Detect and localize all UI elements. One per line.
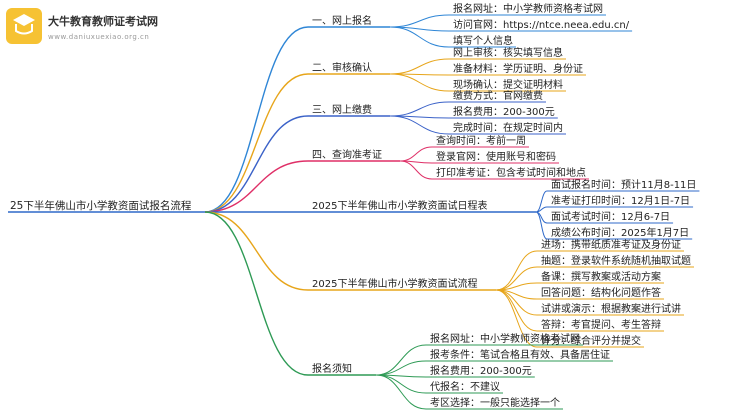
- leaf-7-3: 报名费用：200-300元: [430, 364, 532, 377]
- branch-4-to-leaf-1: [399, 146, 433, 162]
- root-to-branch-1: [204, 26, 309, 213]
- branch-3-leaves: 缴费方式：官网缴费 报名费用：200-300元 完成时间：在规定时间内: [453, 89, 563, 134]
- leaf-5-4: 成绩公布时间：2025年1月7日: [551, 226, 689, 239]
- leaf-6-4: 回答问题：结构化问题作答: [541, 286, 661, 299]
- leaf-4-2: 登录官网：使用账号和密码: [436, 150, 556, 163]
- leaf-7-4: 代报名：不建议: [430, 380, 500, 393]
- branch-6-to-leaf-1: [495, 250, 538, 291]
- branch-4-leaves: 查询时间：考前一周 登录官网：使用账号和密码 打印准考证：包含考试时间和地点: [436, 134, 586, 179]
- leaf-6-2: 抽题：登录软件系统随机抽取试题: [541, 254, 691, 267]
- branch-4-label[interactable]: 四、查询准考证: [312, 148, 382, 161]
- branch-6-to-leaf-6: [495, 289, 538, 332]
- leaf-1-3: 填写个人信息: [453, 34, 513, 47]
- leaf-2-3: 现场确认：提交证明材料: [453, 78, 563, 91]
- leaf-6-7: 评分：综合评分并提交: [541, 334, 641, 347]
- leaf-2-2: 准备材料：学历证明、身份证: [453, 62, 583, 75]
- branch-5-leaves: 面试报名时间：预计11月8-11日 准考证打印时间：12月1日-7日 面试考试时…: [551, 178, 696, 239]
- branch-7-to-leaf-5: [375, 374, 427, 410]
- branch-2-to-leaf-3: [389, 73, 450, 92]
- leaf-7-1: 报名网址：中小学教师资格考试网: [430, 332, 580, 345]
- leaf-3-2: 报名费用：200-300元: [453, 105, 555, 118]
- branch-1-to-leaf-3: [389, 26, 450, 48]
- leaf-4-1: 查询时间：考前一周: [436, 134, 526, 147]
- leaf-6-3: 备课：撰写教案或活动方案: [541, 270, 661, 283]
- watermark-url: www.daniuxuexiao.org.cn: [48, 33, 149, 41]
- watermark-logo: 大牛教育教师证考试网 www.daniuxuexiao.org.cn: [6, 8, 158, 44]
- branch-2-label[interactable]: 二、审核确认: [312, 61, 372, 74]
- leaf-6-6: 答辩：考官提问、考生答辩: [541, 318, 661, 331]
- branch-6-label[interactable]: 2025下半年佛山市小学教资面试流程: [312, 277, 477, 290]
- leaf-7-5: 考区选择：一般只能选择一个: [430, 396, 560, 409]
- watermark-name: 大牛教育教师证考试网: [48, 14, 158, 28]
- leaf-6-5: 试讲或演示：根据教案进行试讲: [541, 302, 681, 315]
- leaf-3-1: 缴费方式：官网缴费: [453, 89, 543, 102]
- leaf-7-2: 报考条件：笔试合格且有效、具备居住证: [430, 348, 610, 361]
- leaf-4-3: 打印准考证：包含考试时间和地点: [436, 166, 586, 179]
- branch-7-label[interactable]: 报名须知: [312, 362, 352, 375]
- branch-7-to-leaf-1: [375, 344, 427, 376]
- branch-2-leaves: 网上审核：核实填写信息 准备材料：学历证明、身份证 现场确认：提交证明材料: [453, 46, 583, 91]
- root-node-label[interactable]: 25下半年佛山市小学教资面试报名流程: [10, 199, 192, 212]
- branch-4-to-leaf-3: [399, 160, 433, 180]
- branch-6-leaves: 进场：携带纸质准考证及身份证 抽题：登录软件系统随机抽取试题 备课：撰写教案或活…: [541, 238, 691, 347]
- leaf-2-1: 网上审核：核实填写信息: [453, 46, 563, 59]
- root-to-branch-2: [204, 73, 309, 213]
- root-to-branch-6: [204, 211, 309, 291]
- connectors: [8, 14, 700, 410]
- leaf-5-1: 面试报名时间：预计11月8-11日: [551, 178, 696, 191]
- leaf-3-3: 完成时间：在规定时间内: [453, 121, 563, 134]
- book-icon: [15, 24, 33, 35]
- leaf-5-2: 准考证打印时间：12月1日-7日: [551, 194, 690, 207]
- branch-3-to-leaf-1: [389, 101, 450, 117]
- branch-5-to-leaf-4: [535, 211, 548, 240]
- branch-7-to-leaf-2: [375, 360, 427, 376]
- branch-7-to-leaf-4: [375, 374, 427, 394]
- leaf-1-2[interactable]: 访问官网：https://ntce.neea.edu.cn/: [453, 18, 630, 31]
- branch-labels: 一、网上报名 二、审核确认 三、网上缴费 四、查询准考证 2025下半年佛山市小…: [312, 14, 487, 375]
- branch-3-label[interactable]: 三、网上缴费: [312, 103, 372, 116]
- mortarboard-icon: [13, 14, 35, 26]
- branch-5-label[interactable]: 2025下半年佛山市小学教资面试日程表: [312, 199, 487, 212]
- root-to-branch-7: [204, 211, 309, 376]
- root-to-branch-3: [204, 115, 309, 213]
- branch-1-to-leaf-1: [389, 14, 450, 28]
- root-to-branch-4: [204, 160, 309, 213]
- branch-7-leaves: 报名网址：中小学教师资格考试网 报考条件：笔试合格且有效、具备居住证 报名费用：…: [430, 332, 610, 409]
- branch-1-label[interactable]: 一、网上报名: [312, 14, 372, 27]
- branch-2-to-leaf-1: [389, 58, 450, 75]
- leaf-1-1: 报名网址：中小学教师资格考试网: [453, 2, 603, 15]
- leaf-6-1: 进场：携带纸质准考证及身份证: [541, 238, 681, 251]
- branch-1-leaves: 报名网址：中小学教师资格考试网 访问官网：https://ntce.neea.e…: [453, 2, 630, 47]
- branch-3-to-leaf-3: [389, 115, 450, 135]
- leaf-5-3: 面试考试时间：12月6-7日: [551, 210, 670, 223]
